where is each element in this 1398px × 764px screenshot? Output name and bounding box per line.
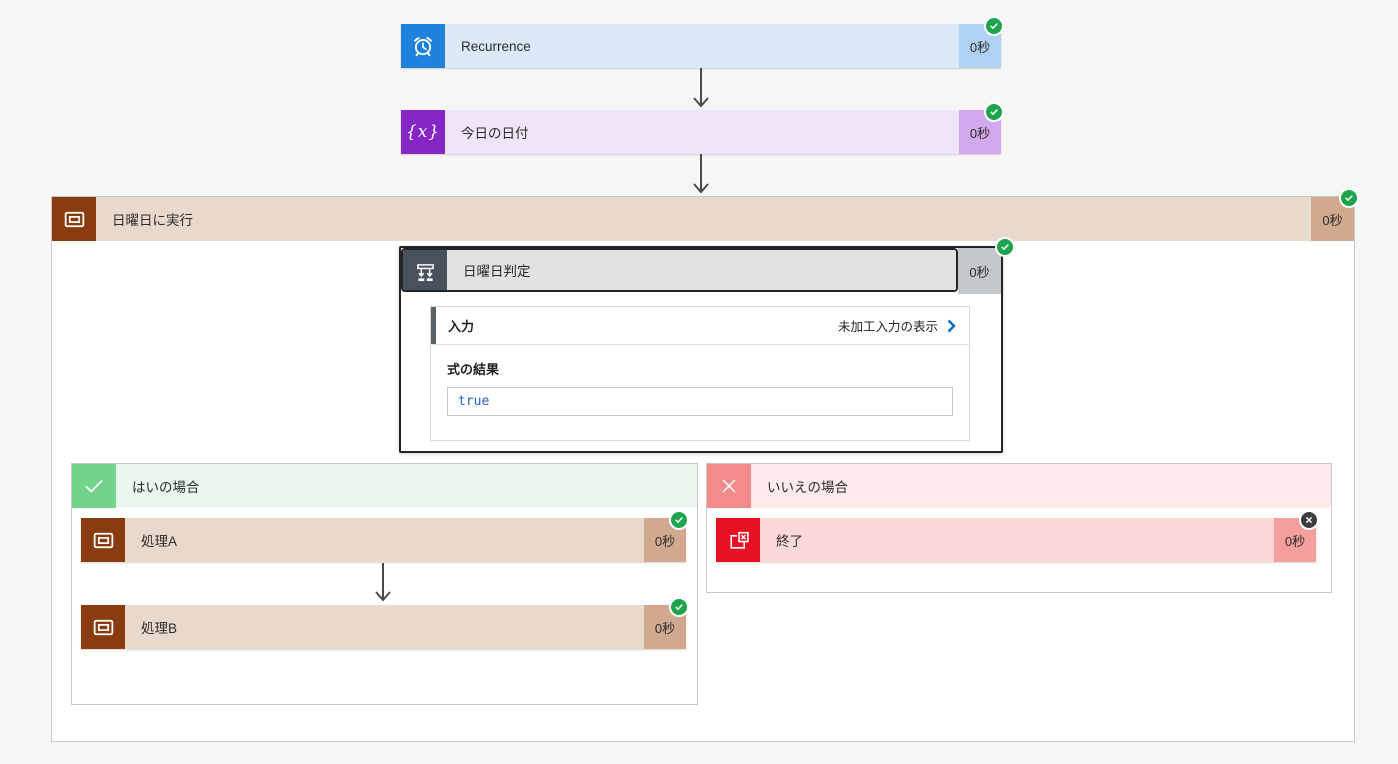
yes-branch-title: はいの場合 (116, 464, 697, 508)
yes-branch-header[interactable]: はいの場合 (72, 464, 697, 508)
condition-header[interactable]: 日曜日判定 (401, 248, 958, 292)
yes-branch-container: はいの場合 処理A 0秒 (71, 463, 698, 705)
condition-title: 日曜日判定 (447, 250, 956, 290)
x-icon (707, 464, 751, 508)
condition-card[interactable]: 日曜日判定 0秒 入力 未加工入力の表示 (399, 237, 1015, 453)
action-title: 処理B (125, 605, 644, 649)
check-circle-icon (669, 597, 689, 617)
flow-connector-arrow (693, 68, 709, 108)
check-icon (72, 464, 116, 508)
check-circle-icon (984, 16, 1004, 36)
alarm-clock-icon (401, 24, 445, 68)
trigger-card-recurrence[interactable]: Recurrence 0秒 (401, 16, 1004, 68)
condition-duration: 0秒 (958, 248, 1001, 294)
action-card-process-b[interactable]: 処理B 0秒 (81, 597, 689, 649)
trigger-title: Recurrence (445, 24, 959, 68)
condition-branch-icon (403, 250, 447, 290)
expression-result-value: true (447, 387, 953, 416)
chevron-right-icon (947, 319, 956, 332)
inputs-label: 入力 (448, 319, 475, 334)
no-branch-container: いいえの場合 終了 0秒 (706, 463, 1332, 593)
no-branch-title: いいえの場合 (751, 464, 1331, 508)
action-title: 今日の日付 (445, 110, 959, 154)
check-circle-icon (984, 102, 1004, 122)
x-circle-icon (1299, 510, 1319, 530)
flow-connector-arrow (693, 154, 709, 194)
inputs-accent-bar (431, 307, 436, 344)
action-card-terminate[interactable]: 終了 0秒 (716, 510, 1319, 562)
inputs-section-header: 入力 未加工入力の表示 (431, 307, 969, 345)
check-circle-icon (669, 510, 689, 530)
scope-header[interactable]: 日曜日に実行 0秒 (52, 197, 1354, 241)
variable-x-icon: {x} (401, 110, 445, 154)
terminate-window-icon (716, 518, 760, 562)
expression-result-label: 式の結果 (447, 362, 500, 377)
expression-result-section: 式の結果 true (431, 345, 969, 416)
show-raw-inputs-label: 未加工入力の表示 (837, 320, 938, 334)
action-card-process-a[interactable]: 処理A 0秒 (81, 510, 689, 562)
check-circle-icon (995, 237, 1015, 257)
action-title: 処理A (125, 518, 644, 562)
scope-title: 日曜日に実行 (96, 197, 1311, 241)
action-title: 終了 (760, 518, 1274, 562)
scope-frame-icon (52, 197, 96, 241)
flow-connector-arrow (375, 563, 391, 602)
scope-frame-icon (81, 518, 125, 562)
check-circle-icon (1339, 188, 1359, 208)
scope-container: 日曜日に実行 0秒 日曜日判定 (51, 188, 1359, 742)
scope-frame-icon (81, 605, 125, 649)
action-card-todays-date[interactable]: {x} 今日の日付 0秒 (401, 102, 1004, 154)
show-raw-inputs-link[interactable]: 未加工入力の表示 (838, 316, 957, 335)
no-branch-header[interactable]: いいえの場合 (707, 464, 1331, 508)
trigger-duration: 0秒 (959, 24, 1001, 68)
condition-run-details: 入力 未加工入力の表示 式の結果 true (430, 306, 970, 441)
